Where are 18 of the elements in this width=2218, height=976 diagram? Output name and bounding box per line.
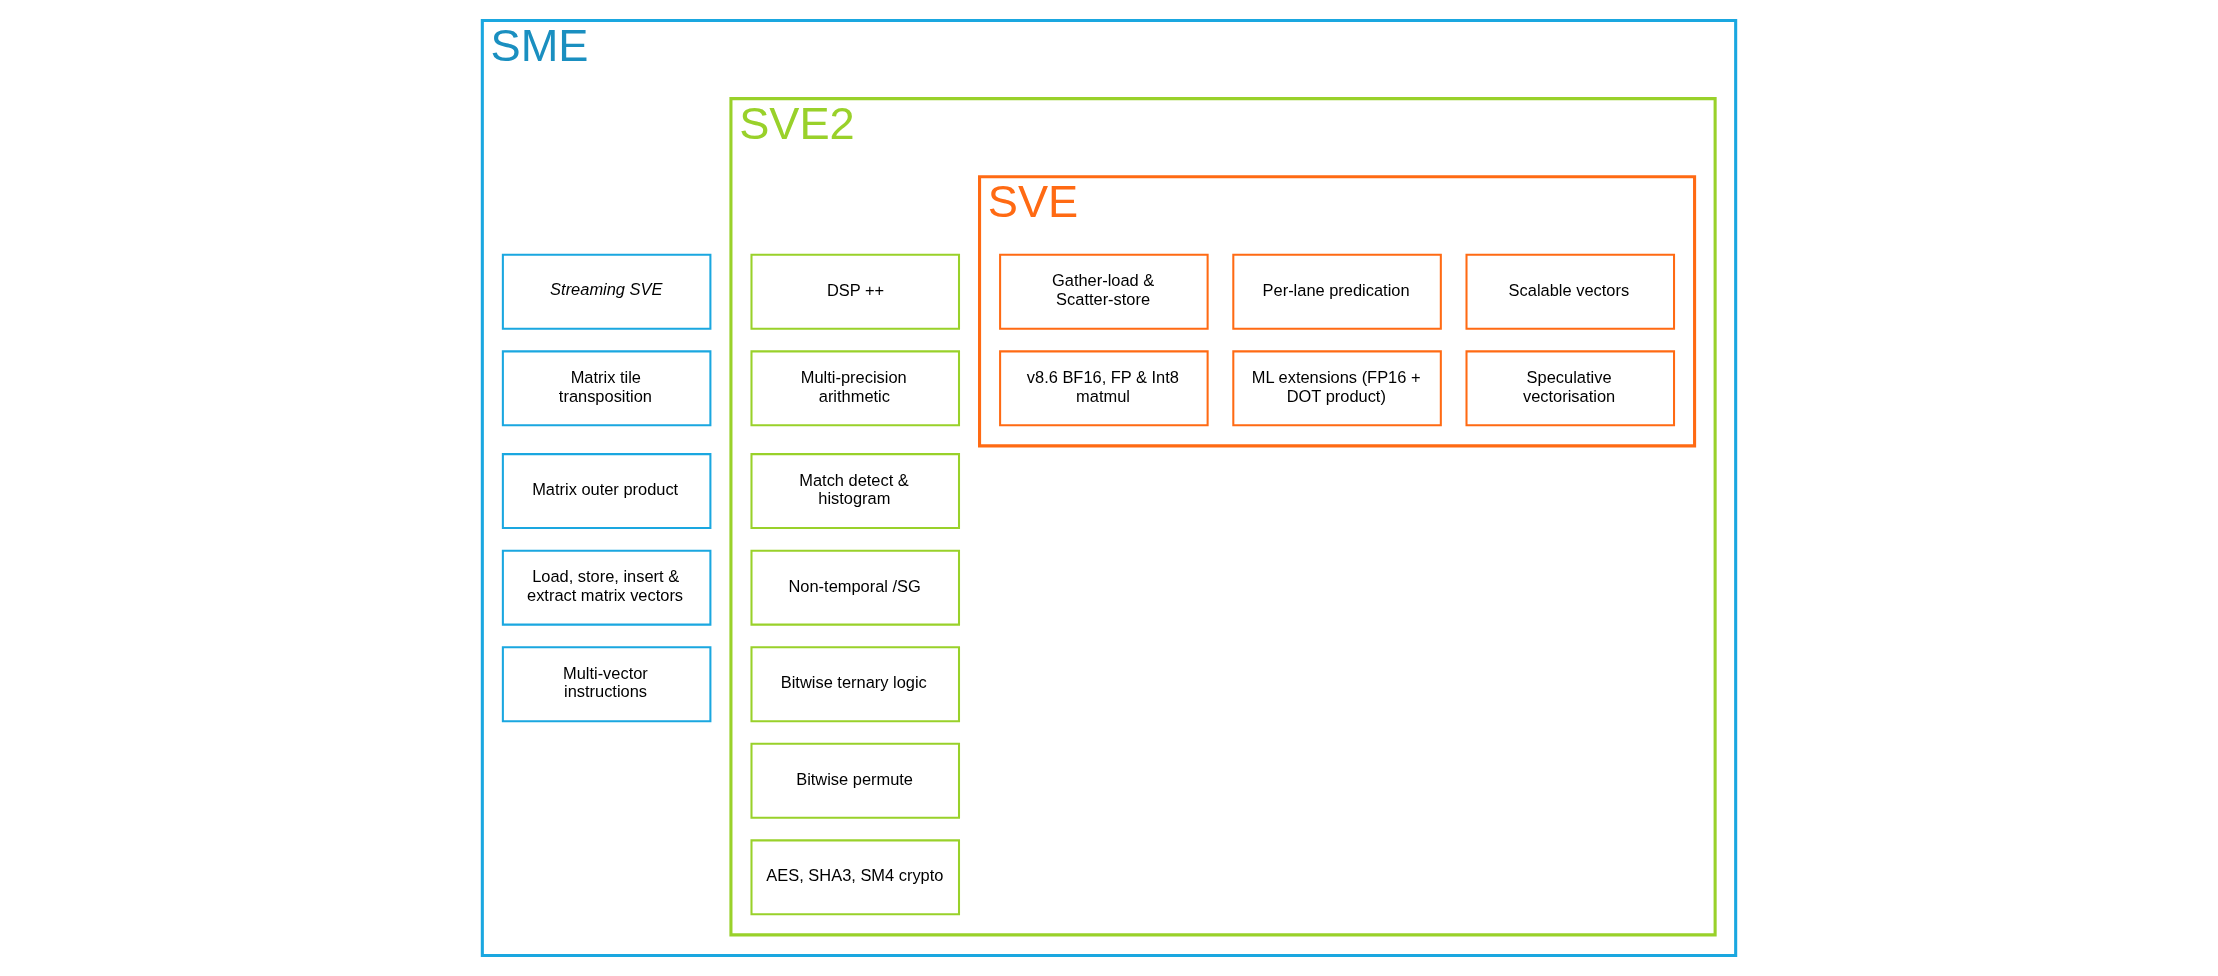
node-box: AES, SHA3, SM4 crypto — [750, 839, 961, 916]
node-box: Gather-load & Scatter-store — [999, 253, 1209, 330]
node-box: Bitwise ternary logic — [750, 646, 961, 723]
node-box: Matrix outer product — [501, 453, 712, 530]
node-box: DSP ++ — [750, 253, 961, 330]
node-box: Speculative vectorisation — [1465, 350, 1676, 427]
node-box: Scalable vectors — [1465, 253, 1676, 330]
node-box: Multi-vector instructions — [501, 646, 712, 723]
node-box: Multi-precision arithmetic — [750, 350, 961, 427]
node-box: Load, store, insert & extract matrix vectors — [501, 549, 712, 626]
node-box: Bitwise permute — [750, 742, 961, 819]
node-box: Per-lane predication — [1232, 253, 1442, 330]
node-box: v8.6 BF16, FP & Int8 matmul — [999, 350, 1209, 427]
node-box: Streaming SVE — [501, 253, 712, 330]
node-box: Matrix tile transposition — [501, 350, 712, 427]
node-box: Non-temporal /SG — [750, 549, 961, 626]
node-box: Match detect & histogram — [750, 453, 961, 530]
node-box: ML extensions (FP16 + DOT product) — [1232, 350, 1442, 427]
